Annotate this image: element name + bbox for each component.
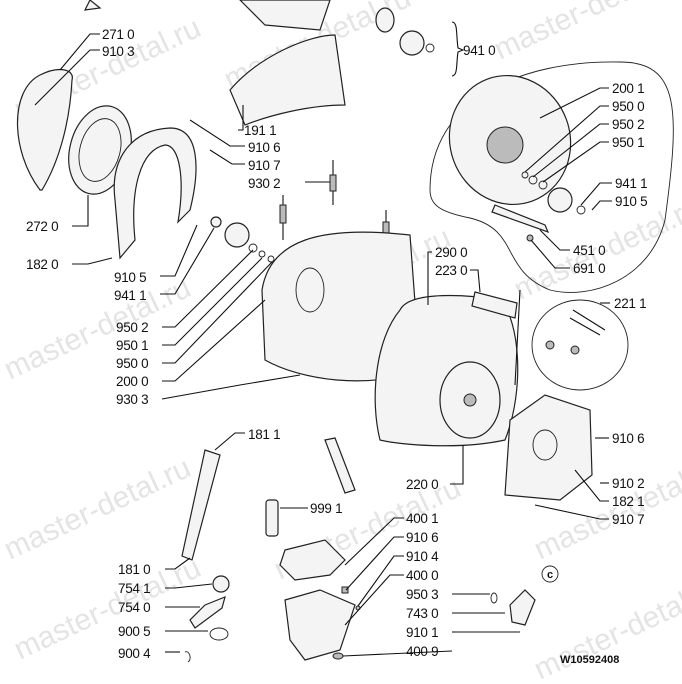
clamp-900-4: [184, 651, 191, 663]
lid-191: [229, 34, 346, 126]
door-frame-182: [113, 127, 197, 260]
callout-label: 910 3: [102, 44, 134, 59]
callout-label: 950 1: [612, 135, 644, 150]
callout-label: 910 5: [615, 194, 647, 209]
callout-label: 221 1: [614, 296, 646, 311]
callout-label: 691 0: [573, 261, 605, 276]
callout-label: 910 7: [248, 158, 280, 173]
callout-label: 200 0: [116, 374, 148, 389]
callout-label: 941 1: [114, 288, 146, 303]
part-fragment: [83, 0, 102, 11]
detail-marker-label: c: [547, 569, 553, 581]
callout-label: 220 0: [406, 477, 438, 492]
drain-pump-400-0: [284, 589, 356, 661]
callout-label: 182 1: [612, 494, 644, 509]
watermark: master-detal.ru: [0, 451, 196, 566]
flange-pulley: [224, 222, 250, 248]
callout-label: 910 2: [612, 476, 644, 491]
callout-label: 181 1: [248, 427, 280, 442]
callout-label: 950 2: [116, 320, 148, 335]
detail-221-1: [531, 299, 629, 391]
rear-tub-group-outline: [429, 61, 674, 293]
callout-label: 290 0: [435, 245, 467, 260]
shock-absorber: [324, 437, 356, 494]
top-cover-fragment: [239, 0, 331, 31]
callout-label: 200 1: [612, 81, 644, 96]
callout-label: 910 6: [406, 530, 438, 545]
rear-panel-182-1: [504, 394, 593, 501]
callout-label: 910 5: [114, 270, 146, 285]
bearing-kit-941-0: [375, 7, 465, 77]
callout-label: 930 3: [116, 392, 148, 407]
callout-label: 910 6: [612, 431, 644, 446]
part-223: [471, 291, 518, 319]
part-999-1: [265, 499, 279, 537]
parts-layer: c: [16, 0, 674, 663]
callout-label: 451 0: [573, 243, 605, 258]
hose-754-0: [189, 595, 226, 629]
callout-label: 950 3: [406, 587, 438, 602]
detail-marker: [541, 565, 559, 583]
callout-label: 950 2: [612, 117, 644, 132]
drawing-code: W10592408: [560, 654, 619, 666]
callout-label: 400 0: [406, 568, 438, 583]
callout-label: 900 4: [118, 646, 151, 661]
callout-label: 999 1: [310, 501, 342, 516]
callout-label: 743 0: [406, 606, 438, 621]
callout-label: 950 1: [116, 338, 148, 353]
watermark: master-detal.ru: [529, 571, 682, 684]
callout-label: 400 1: [406, 511, 438, 526]
callout-label: 900 5: [118, 624, 150, 639]
bearing-941-1: [210, 216, 222, 228]
pump-bracket-400-1: [279, 539, 346, 581]
seal-754-1: [212, 575, 230, 593]
callout-label: 910 1: [406, 625, 438, 640]
callout-label: 941 1: [615, 176, 647, 191]
callout-label: 754 1: [118, 581, 150, 596]
watermark: master-detal.ru: [489, 0, 682, 66]
callout-label: 950 0: [116, 356, 148, 371]
callout-label: 930 2: [248, 176, 280, 191]
door-glass-271: [16, 68, 73, 191]
callout-labels: 271 0 910 3 191 1 910 6 910 7 930 2 272 …: [26, 27, 648, 666]
shock-absorber-181-0: [181, 449, 221, 561]
callout-label: 272 0: [26, 219, 58, 234]
callout-label: 223 0: [435, 263, 467, 278]
callout-label: 910 4: [406, 549, 439, 564]
callout-label: 400 9: [406, 644, 438, 659]
heater-451: [491, 204, 550, 234]
callout-label: 910 6: [248, 140, 280, 155]
rear-flange: [547, 187, 573, 213]
clamp-900-5: [209, 627, 229, 641]
callout-label: 181 0: [118, 562, 150, 577]
callout-label: 910 7: [612, 512, 644, 527]
watermark: master-detal.ru: [0, 271, 196, 386]
leader-lines: [34, 33, 612, 657]
part-743-0: [509, 589, 536, 626]
callout-label: 182 0: [26, 257, 58, 272]
callout-label: 941 0: [463, 43, 495, 58]
callout-label: 754 0: [118, 600, 150, 615]
ntc-sensor-691: [526, 234, 534, 242]
callout-label: 271 0: [102, 27, 134, 42]
callout-label: 950 0: [612, 99, 644, 114]
callout-label: 191 1: [244, 123, 276, 138]
